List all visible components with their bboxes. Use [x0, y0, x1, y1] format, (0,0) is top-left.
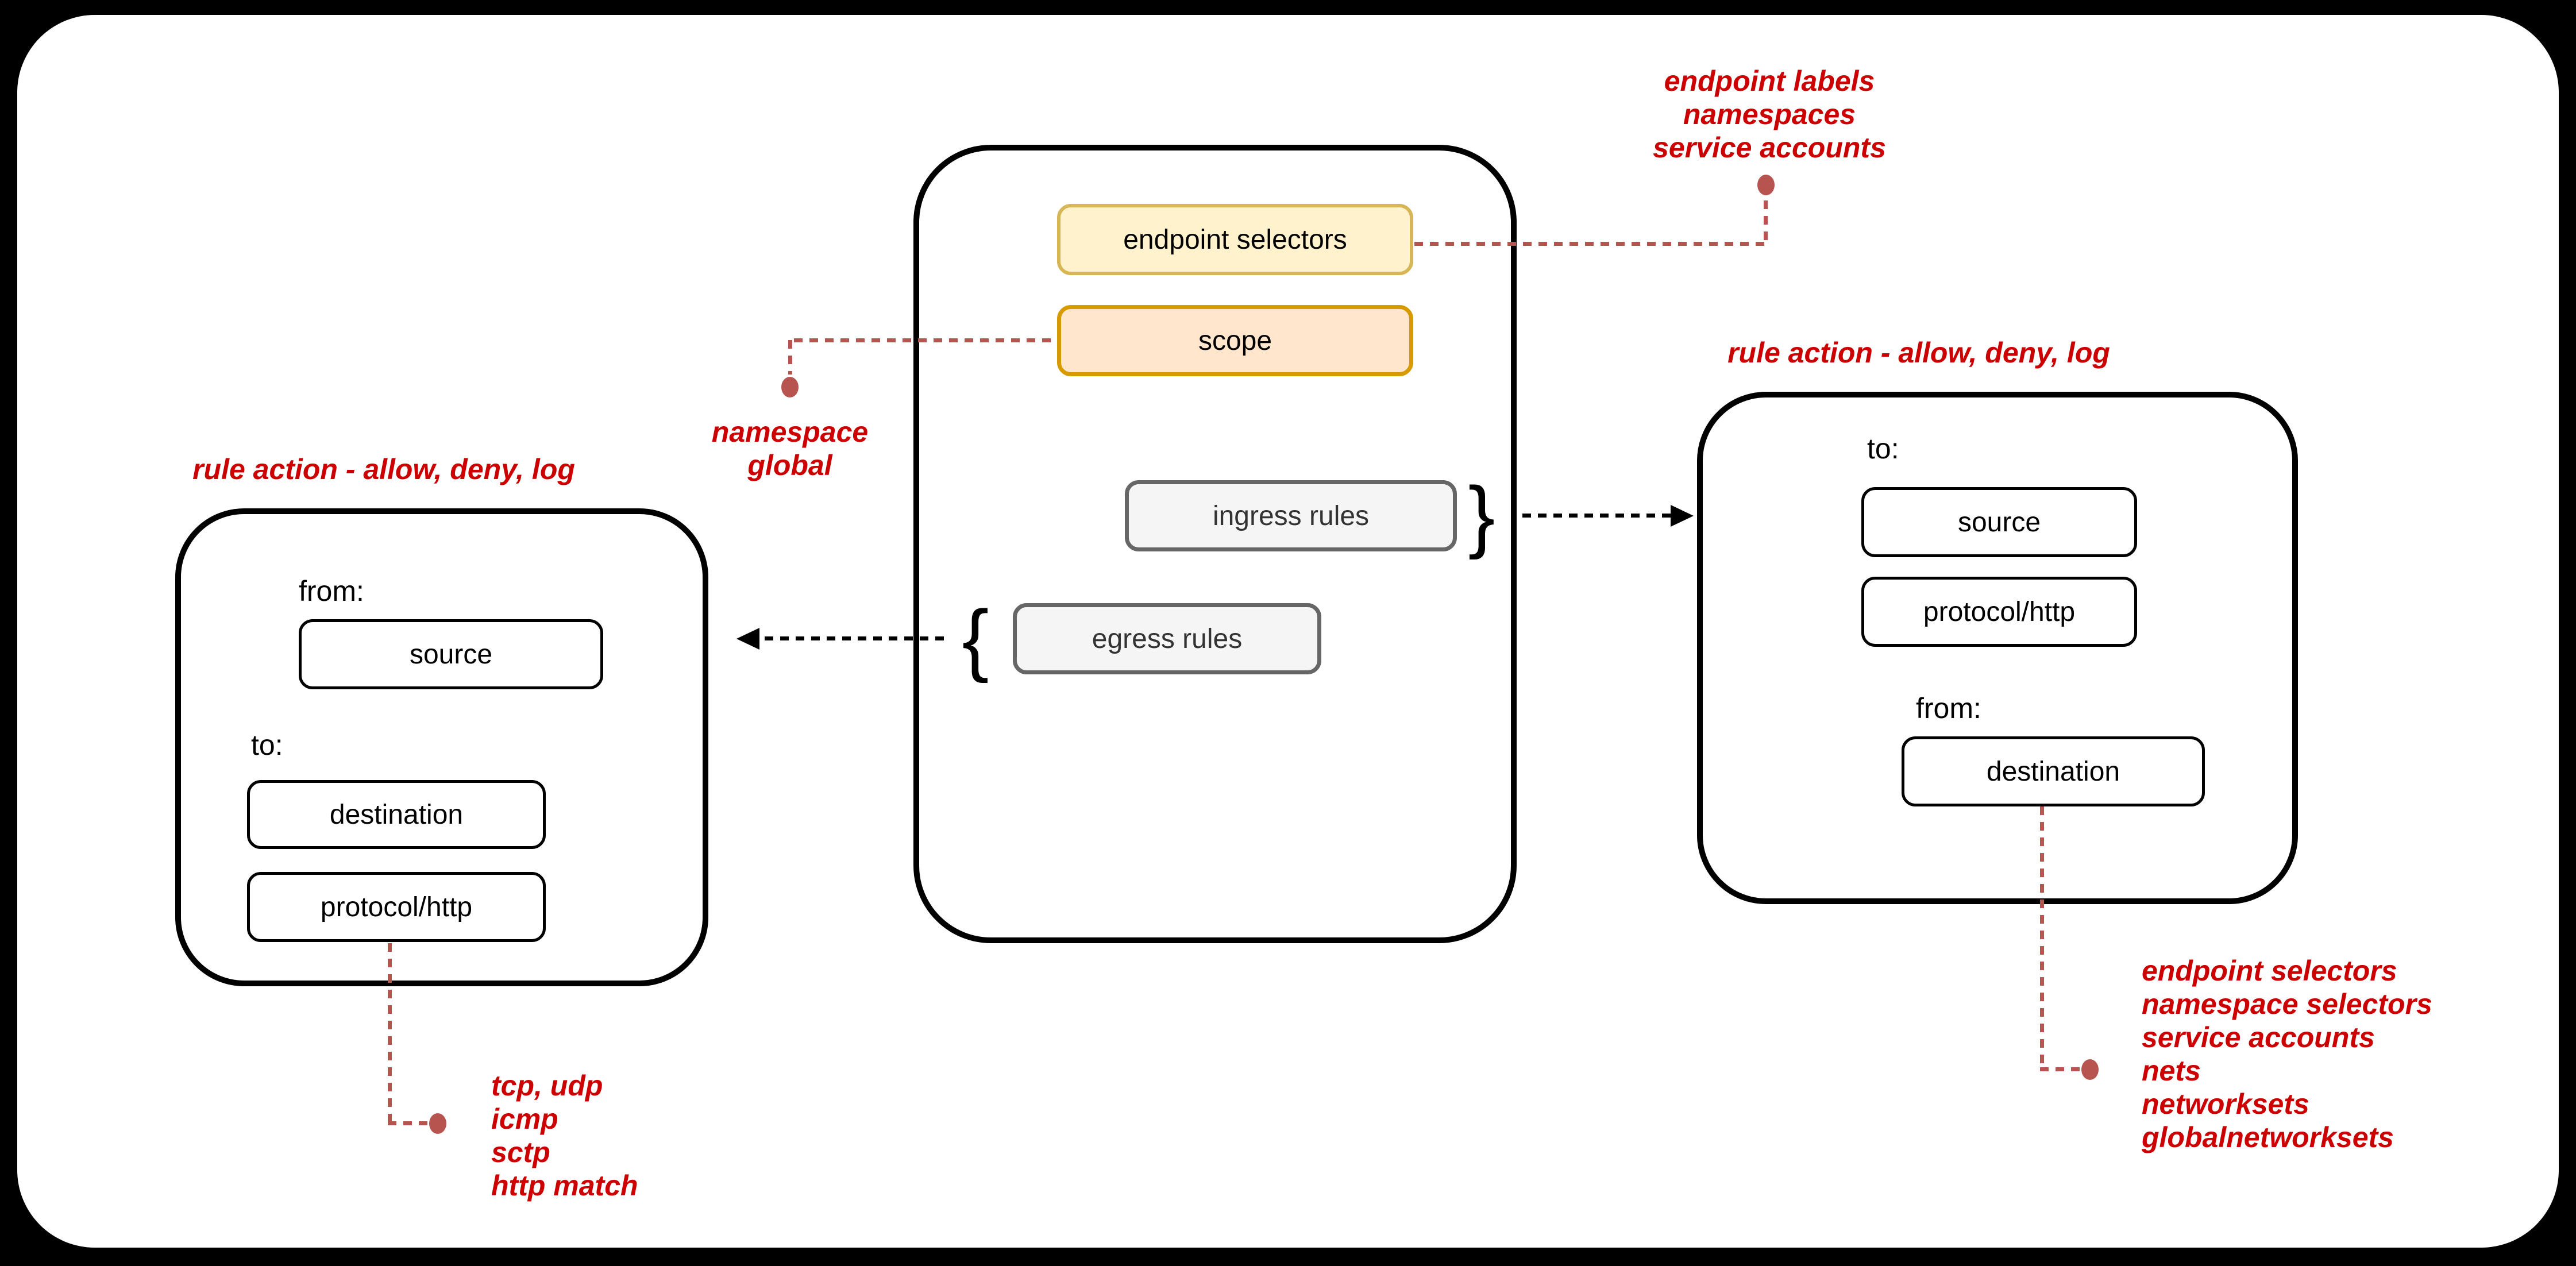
endpoint-selectors-note: endpoint labels namespaces service accou… [1586, 64, 1953, 164]
destination-note: endpoint selectors namespace selectors s… [2142, 954, 2432, 1154]
ingress-protocol-node: protocol/http [1861, 577, 2137, 647]
note-line: nets [2142, 1055, 2201, 1087]
egress-arrowhead-icon [736, 628, 759, 650]
endpoint-note-dot-icon [1757, 175, 1775, 195]
ingress-to-label: to: [1867, 433, 1899, 465]
protocol-note-connector-v [388, 943, 392, 1125]
ingress-protocol-label: protocol/http [1923, 596, 2076, 627]
egress-arrow-line [749, 636, 946, 640]
egress-rule-action-title: rule action - allow, deny, log [192, 453, 575, 485]
scope-note-connector-h [794, 338, 1057, 342]
ingress-from-label: from: [1916, 692, 1981, 724]
note-line: service accounts [2142, 1021, 2375, 1053]
note-line: global [747, 449, 832, 481]
note-line: namespace [711, 416, 869, 448]
egress-protocol-node: protocol/http [247, 872, 546, 942]
protocol-note-connector-h [388, 1121, 428, 1125]
scope-label: scope [1198, 325, 1272, 356]
ingress-source-node: source [1861, 487, 2137, 557]
note-line: networksets [2142, 1088, 2309, 1120]
egress-destination-node: destination [247, 780, 546, 849]
note-line: icmp [491, 1103, 558, 1135]
note-line: namespaces [1683, 98, 1856, 130]
egress-destination-label: destination [329, 799, 464, 830]
ingress-rule-container [1697, 392, 2298, 904]
protocol-note: tcp, udp icmp sctp http match [491, 1069, 638, 1202]
ingress-destination-node: destination [1902, 736, 2205, 806]
protocol-note-dot-icon [429, 1113, 446, 1134]
scope-node: scope [1057, 305, 1413, 376]
egress-protocol-label: protocol/http [320, 891, 473, 923]
ingress-rule-action-title: rule action - allow, deny, log [1727, 337, 2110, 369]
egress-rules-label: egress rules [1092, 623, 1243, 654]
note-line: endpoint selectors [2142, 955, 2397, 987]
note-line: globalnetworksets [2142, 1121, 2394, 1153]
ingress-arrow-line [1522, 514, 1676, 518]
ingress-source-label: source [1957, 507, 2041, 538]
scope-note: namespace global [646, 415, 934, 482]
scope-note-dot-icon [781, 377, 799, 397]
ingress-arrowhead-icon [1671, 505, 1694, 527]
egress-from-label: from: [299, 575, 364, 607]
note-line: service accounts [1653, 132, 1886, 164]
endpoint-note-connector-v [1764, 200, 1768, 244]
note-line: sctp [491, 1136, 550, 1168]
destination-note-dot-icon [2081, 1059, 2099, 1080]
egress-source-node: source [299, 619, 603, 689]
endpoint-selectors-node: endpoint selectors [1057, 204, 1413, 275]
ingress-close-brace: } [1468, 470, 1495, 560]
note-line: namespace selectors [2142, 988, 2432, 1020]
note-line: endpoint labels [1664, 65, 1875, 97]
destination-note-connector-h [2040, 1067, 2080, 1071]
egress-to-label: to: [251, 729, 283, 761]
ingress-rules-node: ingress rules [1125, 480, 1457, 551]
ingress-destination-label: destination [1986, 756, 2120, 787]
destination-note-connector-v [2040, 806, 2044, 1070]
egress-open-brace: { [962, 593, 989, 684]
endpoint-selectors-label: endpoint selectors [1123, 224, 1347, 255]
endpoint-note-connector-h [1414, 242, 1766, 246]
note-line: tcp, udp [491, 1070, 603, 1102]
scope-note-connector-v [788, 340, 792, 375]
note-line: http match [491, 1169, 638, 1202]
egress-source-label: source [409, 639, 493, 670]
ingress-rules-label: ingress rules [1212, 500, 1370, 531]
egress-rules-node: egress rules [1013, 603, 1321, 674]
